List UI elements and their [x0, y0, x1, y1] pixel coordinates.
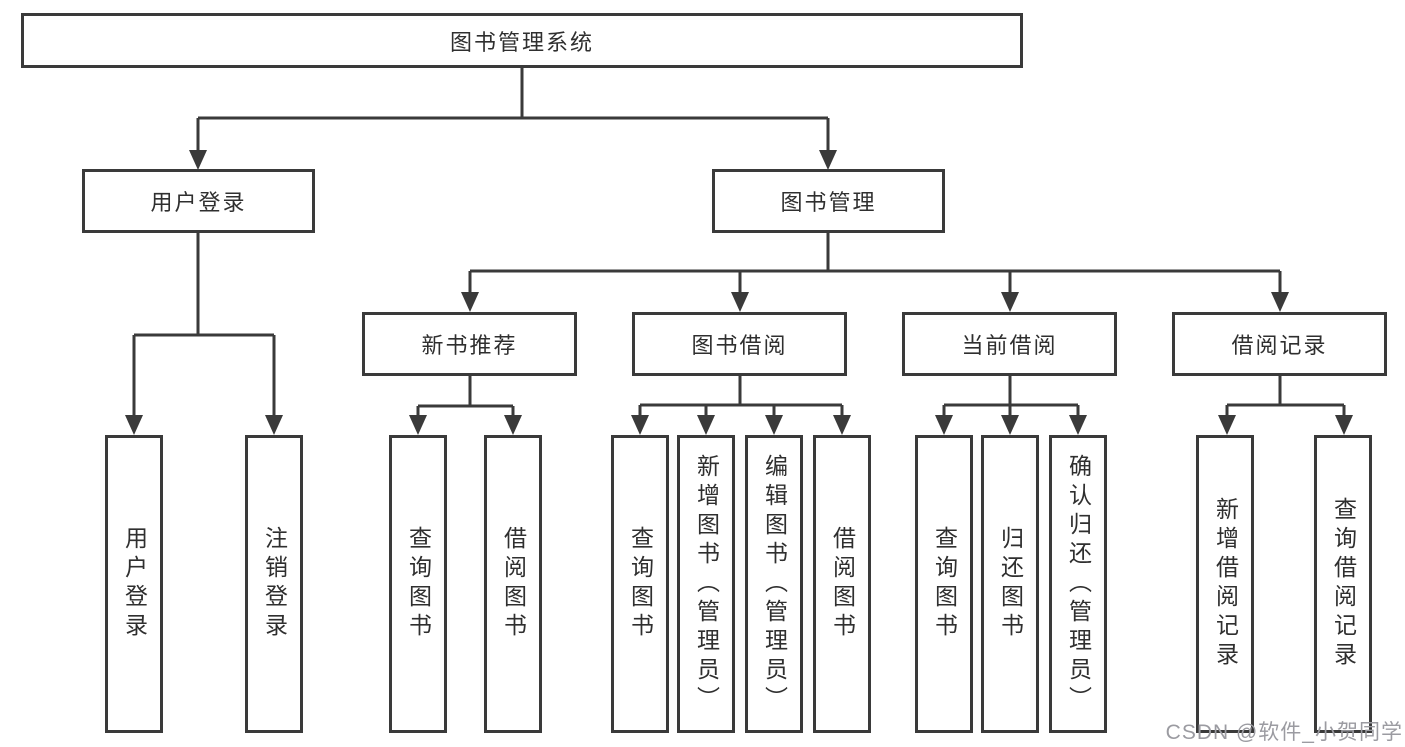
node-label: 当前借阅 — [961, 333, 1058, 358]
arrowheads — [125, 150, 1353, 435]
leaf-edit-book-admin: 编辑图书（管理员） — [745, 435, 803, 733]
node-label: 查询借阅记录 — [1330, 497, 1357, 671]
leaf-borrow-books: 借阅图书 — [813, 435, 871, 733]
node-root: 图书管理系统 — [21, 13, 1023, 68]
node-label: 用户登录 — [121, 526, 148, 642]
node-borrow-records: 借阅记录 — [1172, 312, 1387, 376]
node-label: 图书管理 — [780, 190, 877, 215]
node-label: 查询图书 — [627, 526, 654, 642]
node-current-borrow: 当前借阅 — [902, 312, 1117, 376]
node-label: 新增图书（管理员） — [693, 453, 720, 715]
leaf-confirm-return-admin: 确认归还（管理员） — [1049, 435, 1107, 733]
node-label: 查询图书 — [931, 526, 958, 642]
node-label: 确认归还（管理员） — [1065, 453, 1092, 715]
leaf-user-login: 用户登录 — [105, 435, 163, 733]
node-label: 新书推荐 — [421, 333, 518, 358]
node-label: 图书管理系统 — [449, 29, 594, 55]
node-book-management: 图书管理 — [712, 169, 945, 233]
node-user-login: 用户登录 — [82, 169, 315, 233]
leaf-query-books-recommend: 查询图书 — [389, 435, 447, 733]
watermark: CSDN @软件_小贺同学 — [1165, 721, 1403, 744]
leaf-query-books-current: 查询图书 — [915, 435, 973, 733]
node-label: 借阅图书 — [500, 526, 527, 642]
leaf-add-book-admin: 新增图书（管理员） — [677, 435, 735, 733]
node-book-borrow: 图书借阅 — [632, 312, 847, 376]
leaf-return-books: 归还图书 — [981, 435, 1039, 733]
leaf-query-borrow-record: 查询借阅记录 — [1314, 435, 1372, 733]
node-label: 新增借阅记录 — [1212, 497, 1239, 671]
node-label: 借阅图书 — [829, 526, 856, 642]
node-new-book-recommend: 新书推荐 — [362, 312, 577, 376]
leaf-borrow-books-recommend: 借阅图书 — [484, 435, 542, 733]
leaf-logout: 注销登录 — [245, 435, 303, 733]
leaf-add-borrow-record: 新增借阅记录 — [1196, 435, 1254, 733]
node-label: 注销登录 — [261, 526, 288, 642]
connector-lines — [132, 68, 1346, 417]
node-label: 用户登录 — [150, 190, 247, 215]
leaf-query-books-borrow: 查询图书 — [611, 435, 669, 733]
node-label: 查询图书 — [405, 526, 432, 642]
node-label: 图书借阅 — [691, 333, 788, 358]
node-label: 借阅记录 — [1231, 333, 1328, 358]
node-label: 归还图书 — [997, 526, 1024, 642]
node-label: 编辑图书（管理员） — [761, 453, 788, 715]
